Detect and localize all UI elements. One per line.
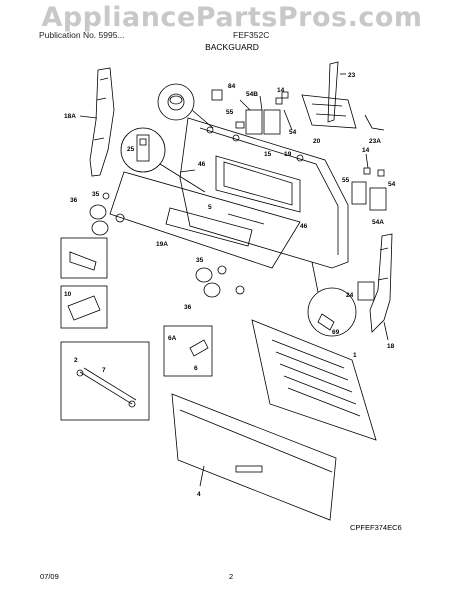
model-label: FEF352C — [233, 30, 270, 40]
knob-detail-circle — [157, 83, 214, 129]
switch-cluster-lower — [351, 153, 387, 211]
callout-55-upper: 55 — [226, 109, 234, 116]
callout-18A: 18A — [64, 113, 76, 120]
switch-detail-circle — [120, 127, 206, 193]
callout-35-upper: 35 — [92, 191, 100, 198]
callout-54-lower: 54 — [388, 181, 396, 188]
callout-46-upper: 46 — [198, 161, 206, 168]
knob-group-left — [89, 192, 125, 236]
callout-55-lower: 55 — [342, 177, 350, 184]
callout-10: 10 — [64, 291, 72, 298]
callout-23: 23 — [348, 72, 356, 79]
callout-23A: 23A — [369, 138, 381, 145]
callout-54B: 54B — [246, 91, 258, 98]
clip-detail-box — [60, 237, 108, 279]
control-board — [301, 94, 357, 129]
callout-19: 19 — [284, 151, 292, 158]
callout-20: 20 — [313, 138, 321, 145]
diagram-code: CPFEF374EC6 — [350, 523, 402, 532]
callout-69: 69 — [332, 329, 340, 336]
callout-15: 15 — [264, 151, 272, 158]
section-title: BACKGUARD — [205, 42, 259, 52]
callout-14-lower: 14 — [362, 147, 370, 154]
end-cap-right — [369, 233, 393, 341]
callout-36-lower: 36 — [184, 304, 192, 311]
callout-54A: 54A — [372, 219, 384, 226]
callout-2: 4 — [197, 491, 201, 498]
switch-cluster-upper — [211, 89, 293, 135]
callout-14-upper: 14 — [277, 87, 285, 94]
callout-46-lower: 46 — [300, 223, 308, 230]
callout-6A: 6A — [168, 335, 177, 342]
publication-label: Publication No. 5995... — [39, 30, 125, 40]
watermark: AppliancePartsPros.com — [41, 2, 423, 33]
vent-panel — [251, 319, 377, 441]
backguard-body — [179, 117, 349, 269]
callout-7: 7 — [102, 367, 106, 374]
callout-84: 84 — [228, 83, 236, 90]
callout-25: 25 — [127, 146, 135, 153]
callout-4-upper: 2 — [74, 357, 78, 364]
callout-54-upper: 54 — [289, 129, 297, 136]
footer-page: 2 — [229, 572, 234, 581]
terminal-block-box — [60, 285, 108, 329]
callout-5: 5 — [208, 204, 212, 211]
callout-6: 6 — [194, 365, 198, 372]
lamp-socket-box — [163, 325, 213, 377]
rod-detail-box — [60, 341, 150, 421]
callout-35-lower: 35 — [196, 257, 204, 264]
callout-18: 18 — [387, 343, 395, 350]
control-panel — [109, 171, 301, 269]
knob-group-lower — [195, 265, 245, 298]
callout-1: 1 — [353, 352, 357, 359]
rear-panel — [171, 393, 337, 521]
end-cap-left — [79, 67, 115, 177]
callout-19A: 19A — [156, 241, 168, 248]
footer-date: 07/09 — [40, 572, 59, 581]
bracket-right — [327, 61, 385, 131]
lamp-detail-circle — [307, 261, 375, 337]
callout-24: 24 — [346, 292, 354, 299]
callout-36-upper: 36 — [70, 197, 78, 204]
